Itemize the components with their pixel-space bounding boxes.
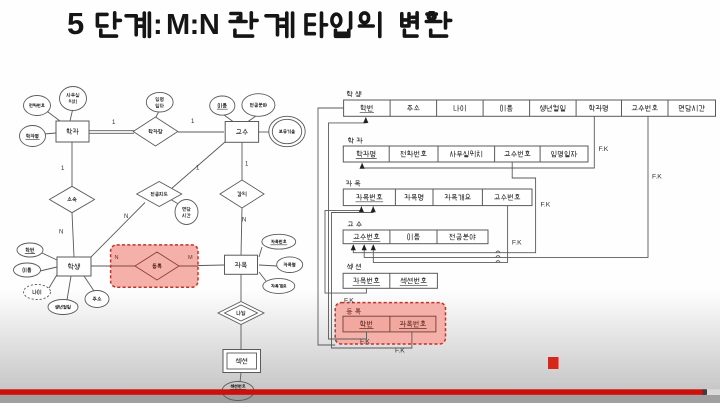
svg-text:1: 1 <box>245 162 249 168</box>
svg-text:1: 1 <box>191 119 195 125</box>
svg-text:N: N <box>115 255 119 261</box>
svg-text:1: 1 <box>196 166 200 172</box>
svg-text:F.K: F.K <box>599 146 609 153</box>
svg-text:F.K: F.K <box>512 240 522 247</box>
svg-text:1: 1 <box>112 120 116 126</box>
svg-text:F.K: F.K <box>395 348 405 355</box>
svg-text:N: N <box>124 214 128 220</box>
svg-text:1: 1 <box>61 166 65 172</box>
svg-text:M:N: M:N <box>166 9 219 41</box>
svg-text:F.K: F.K <box>344 298 354 305</box>
svg-text:F.K: F.K <box>541 202 551 209</box>
svg-text:M: M <box>188 255 193 261</box>
svg-text:5: 5 <box>67 6 84 41</box>
svg-text::: : <box>153 9 163 41</box>
svg-text:F.K: F.K <box>652 174 662 181</box>
svg-text:N: N <box>59 230 63 236</box>
svg-text:F.K: F.K <box>360 339 370 346</box>
svg-text:N: N <box>242 218 246 224</box>
